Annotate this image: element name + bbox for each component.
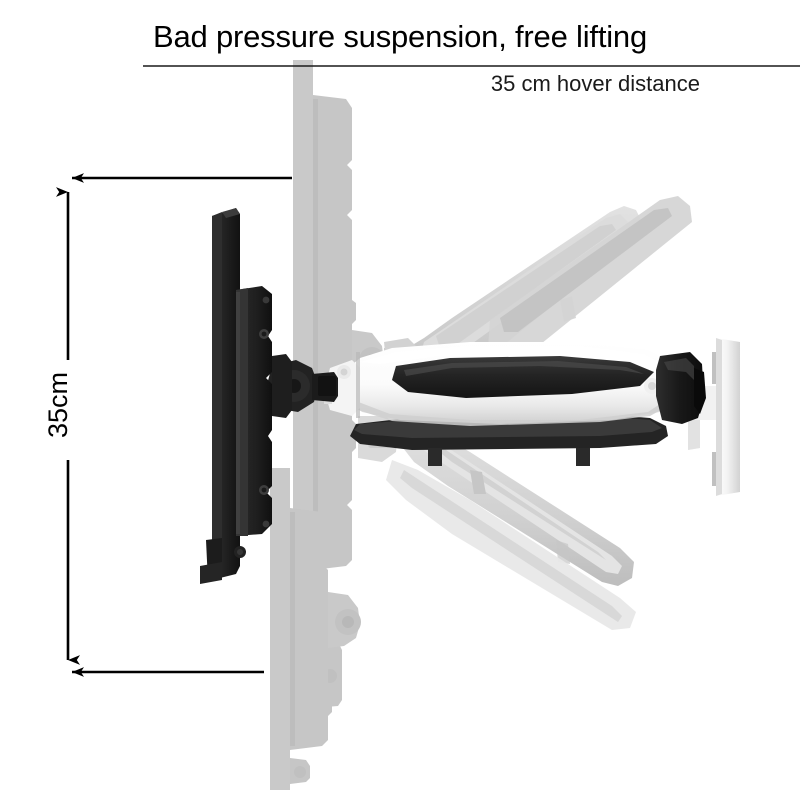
monitor-vesa-plate	[200, 208, 292, 584]
ghost-vesa-plate-bottom	[270, 468, 361, 790]
ghost-position-group	[270, 60, 692, 790]
vertical-dimension-label: 35cm	[43, 371, 73, 439]
elbow-joint-cover	[656, 352, 706, 424]
page-title: Bad pressure suspension, free lifting	[152, 19, 648, 54]
dimension-annotation	[56, 173, 292, 677]
main-extension-arm	[324, 342, 680, 466]
ghost-arm-lowered	[358, 416, 636, 630]
hover-distance-caption: 35 cm hover distance	[490, 71, 700, 96]
